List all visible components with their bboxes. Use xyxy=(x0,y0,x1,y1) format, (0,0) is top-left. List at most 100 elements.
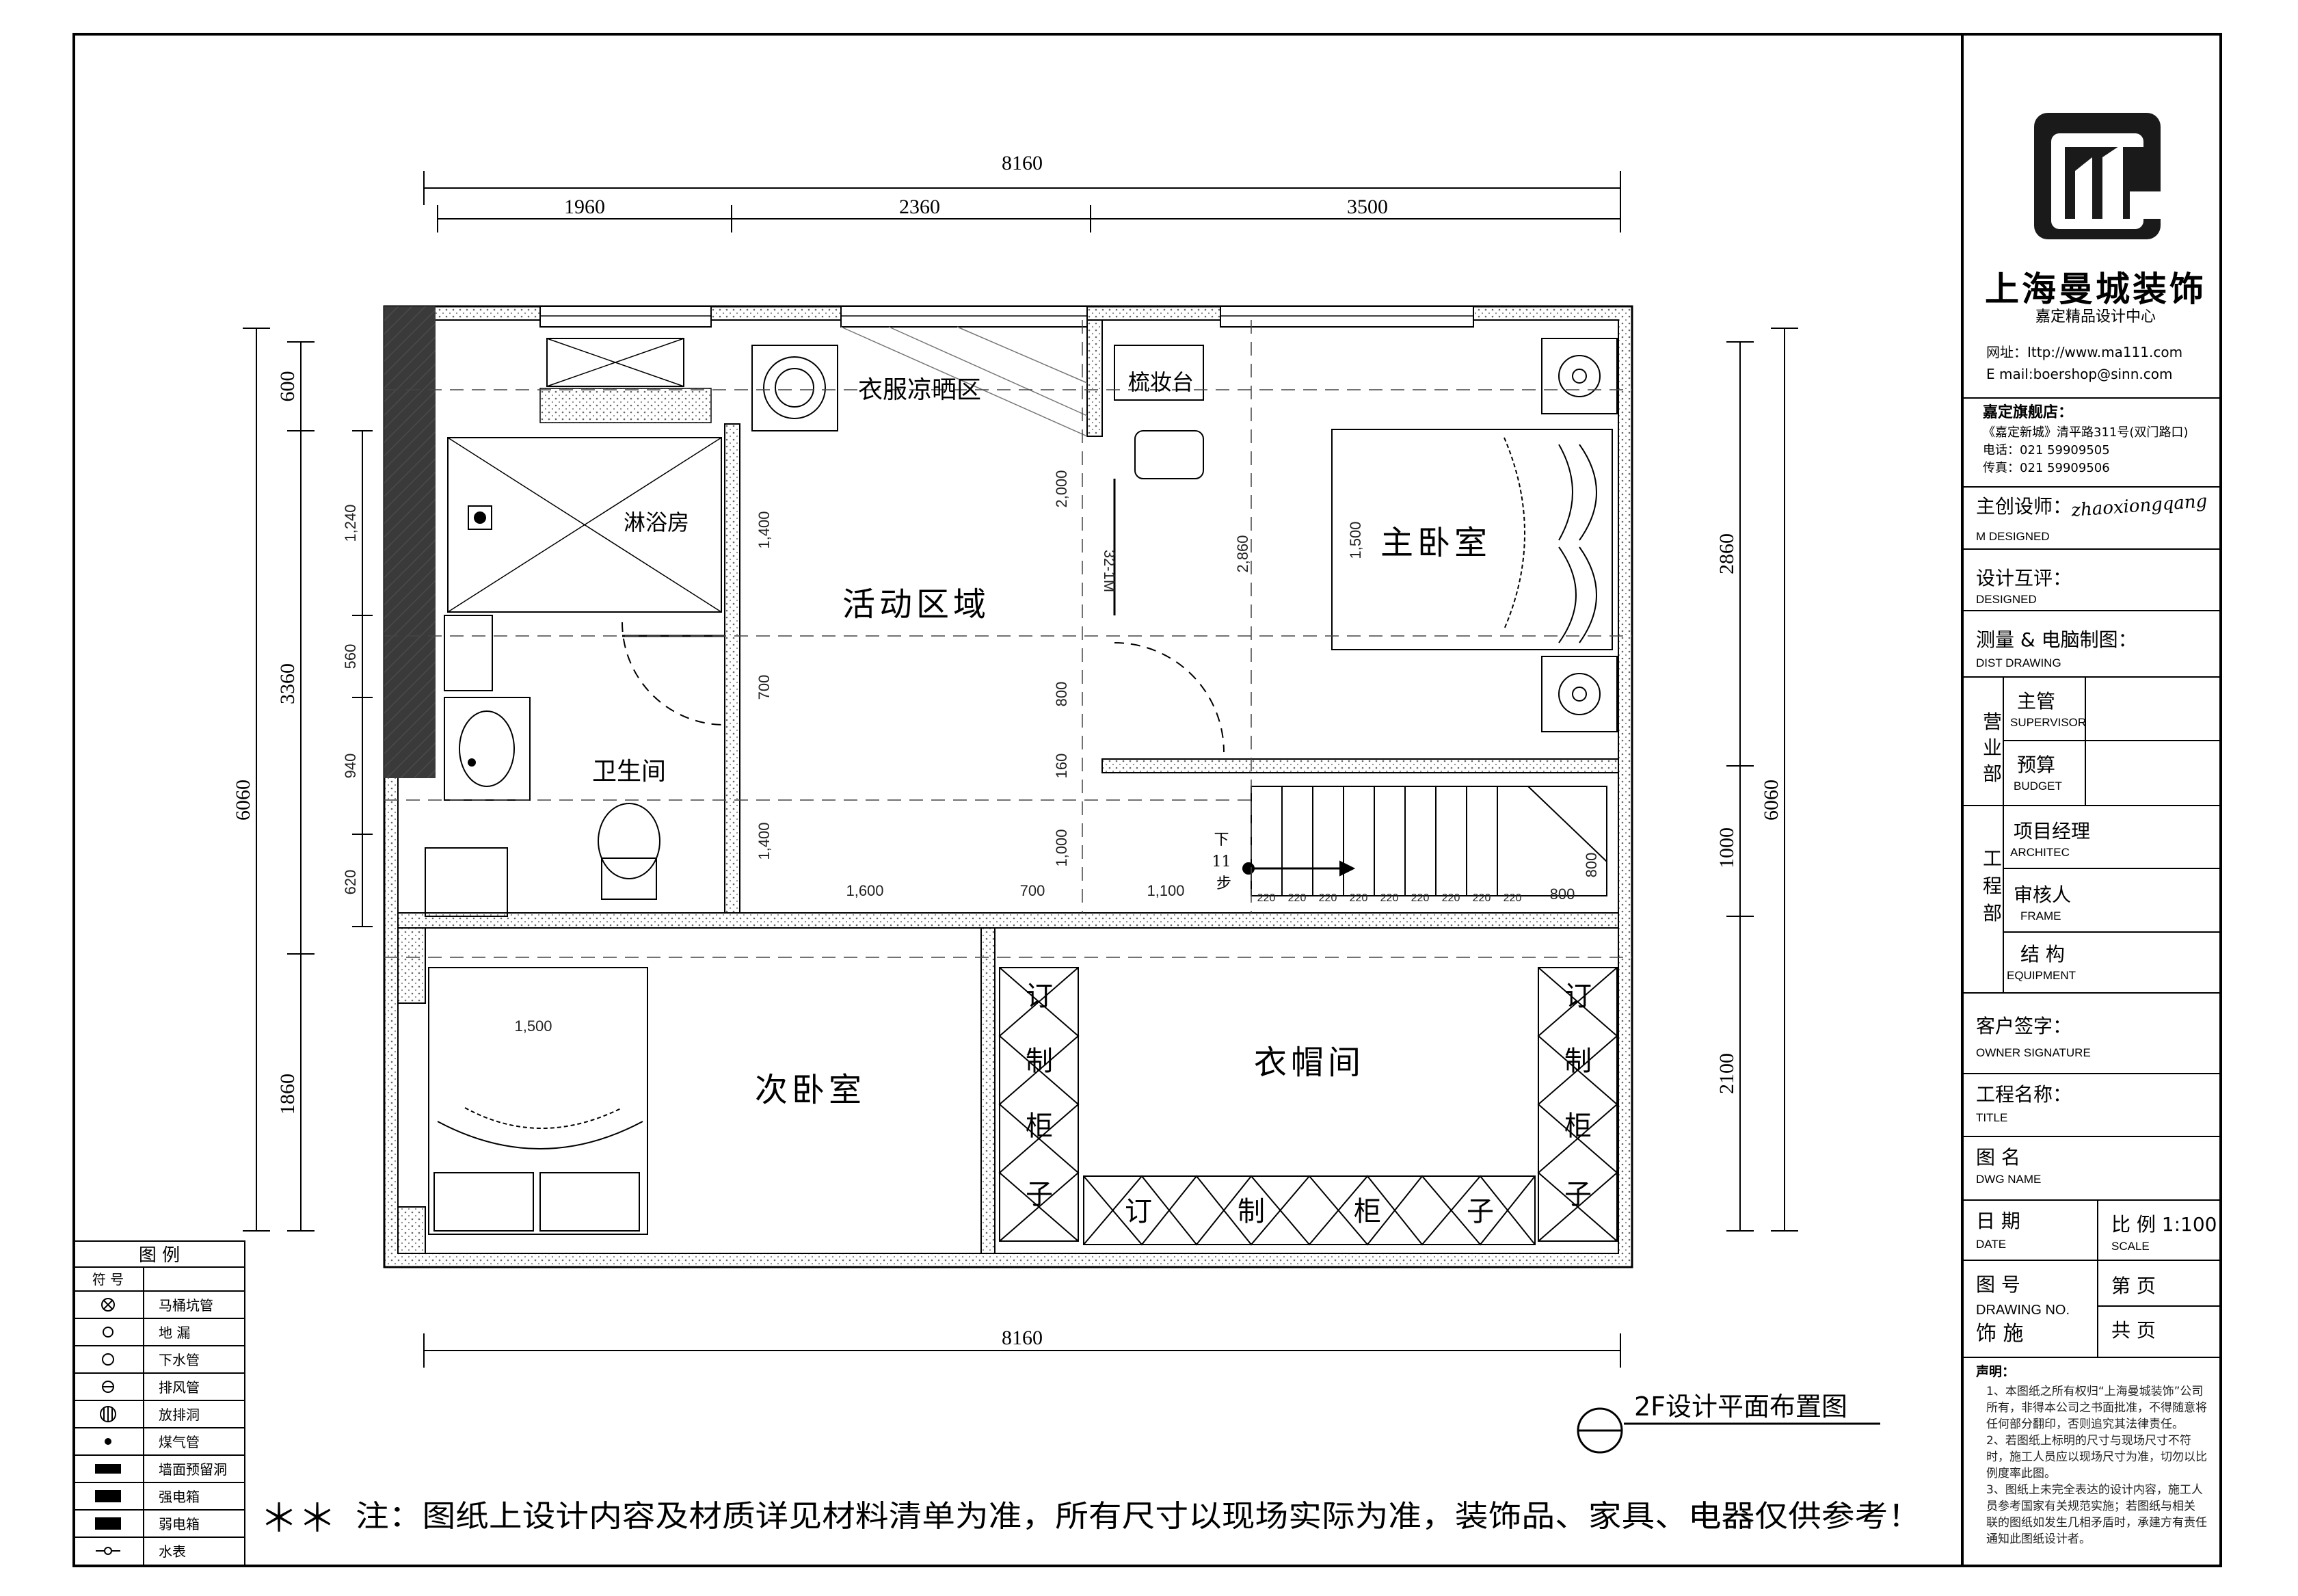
declaration-line: 通知此图纸设计者。 xyxy=(1986,1532,2091,1546)
room-label-vanity: 梳妆台 xyxy=(1128,369,1194,395)
note-stars: ＊＊ xyxy=(260,1497,336,1541)
store-address: 《嘉定新城》清平路311号(双门路口) xyxy=(1983,425,2188,440)
legend-item: 弱电箱 xyxy=(159,1516,200,1532)
dim-left-total: 6060 xyxy=(232,780,254,821)
drawing-name-label: 图 名 xyxy=(1976,1146,2020,1169)
declaration-line: 任何部分翻印，否则追究其法律责任。 xyxy=(1986,1418,2184,1431)
cabinet-label-char: 制 xyxy=(1238,1196,1265,1227)
room-label-master-bedroom: 主卧室 xyxy=(1380,524,1491,562)
dimension-lines xyxy=(243,171,1798,1368)
plan-title: 2F设计平面布置图 xyxy=(1577,1392,1880,1454)
cabinet-label-char: 柜 xyxy=(1564,1110,1592,1142)
room-label-shower: 淋浴房 xyxy=(624,509,689,535)
dim-left-seg-3: 1860 xyxy=(276,1074,299,1115)
structure-label: 结 构 xyxy=(2020,943,2065,966)
legend-item: 地 漏 xyxy=(159,1325,190,1341)
legend-symbols xyxy=(95,1298,121,1555)
legend-item: 下水管 xyxy=(159,1352,200,1368)
project-label: 工程名称： xyxy=(1976,1083,2072,1106)
designer-signature: zhaoxiongqang xyxy=(2070,491,2208,521)
legend-item: 煤气管 xyxy=(159,1434,200,1450)
wardrobe-note: 32-1M xyxy=(1101,550,1118,592)
stair-step-dim: 220 xyxy=(1504,892,1522,904)
review-en: DESIGNED xyxy=(1976,593,2037,606)
declaration-line: 2、若图纸上标明的尺寸与现场尺寸不符 xyxy=(1986,1434,2191,1448)
dim-left-inner-1: 1,240 xyxy=(342,504,359,542)
website: 网址：Ittp://www.ma111.com xyxy=(1986,344,2182,360)
stairs-down-label: 下 11 步 xyxy=(1212,832,1236,892)
stair-step-dim: 220 xyxy=(1319,892,1337,904)
chief-designer-label: 主创设师： xyxy=(1976,495,2072,518)
sheet-border xyxy=(72,33,2222,1567)
stair-step-dim: 220 xyxy=(1411,892,1430,904)
dim-act-right-3: 160 xyxy=(1053,754,1070,779)
date-label: 日 期 xyxy=(1976,1210,2020,1232)
stair-step-dim: 220 xyxy=(1350,892,1368,904)
drawing-no-en: DRAWING NO. xyxy=(1976,1303,2070,1318)
pm-en: ARCHITEC xyxy=(2010,846,2070,859)
exterior-walls xyxy=(383,305,1633,1268)
room-label-second-bedroom: 次卧室 xyxy=(755,1071,866,1109)
drawing-no-label: 图 号 xyxy=(1976,1273,2020,1296)
declaration-line: 例度率此图。 xyxy=(1986,1467,2056,1480)
stair-step-dim: 220 xyxy=(1288,892,1307,904)
auditor-en: FRAME xyxy=(2020,909,2061,922)
dim-right-seg-3: 2100 xyxy=(1715,1053,1738,1094)
shower-room xyxy=(447,338,722,613)
declaration-line: 员参考国家有关规范实施；若图纸与相关 xyxy=(1986,1500,2195,1513)
dim-bed-width: 1,500 xyxy=(1347,521,1364,559)
store-title: 嘉定旗舰店： xyxy=(1983,403,2073,421)
supervisor-en: SUPERVISOR xyxy=(2010,716,2086,729)
plan-title-text: 2F设计平面布置图 xyxy=(1634,1392,1847,1422)
dim-top-seg-3: 3500 xyxy=(1347,196,1388,218)
cabinet-label-char: 订 xyxy=(1564,981,1592,1012)
project-en: TITLE xyxy=(1976,1111,2007,1124)
master-bed xyxy=(1331,338,1618,732)
declaration-line: 1、本图纸之所有权归“上海曼城装饰”公司 xyxy=(1986,1385,2203,1398)
stair-step-dim: 220 xyxy=(1257,892,1276,904)
dim-right-total: 6060 xyxy=(1760,780,1782,821)
cabinet-label-char: 订 xyxy=(1026,981,1053,1012)
dim-top-total: 8160 xyxy=(1002,152,1043,174)
second-bed xyxy=(428,967,648,1235)
dim-stair-end: 800 xyxy=(1550,886,1575,903)
dim-master-height: 2,860 xyxy=(1234,535,1251,572)
dim-act-left-2: 700 xyxy=(756,675,773,700)
dim-left-seg-2: 3360 xyxy=(276,663,299,704)
owner-label: 客户签字： xyxy=(1976,1015,2072,1037)
scale-label: 比 例 1:100 xyxy=(2111,1213,2217,1236)
dim-act-right-4: 1,000 xyxy=(1053,829,1070,866)
legend-item: 马桶坑管 xyxy=(159,1297,213,1314)
eng-dept: 工 程 部 xyxy=(1983,847,2008,925)
legend-header: 符 号 xyxy=(92,1271,124,1288)
room-label-cloakroom: 衣帽间 xyxy=(1254,1043,1365,1082)
supervisor-label: 主管 xyxy=(2017,690,2055,713)
room-label-laundry: 衣服凉晒区 xyxy=(858,376,981,404)
dim-left-inner-2: 560 xyxy=(342,644,359,669)
declaration-line: 时，施工人员应以现场尺寸为准，切勿以比 xyxy=(1986,1450,2207,1464)
dim-top-seg-1: 1960 xyxy=(564,196,605,218)
structure-en: EQUIPMENT xyxy=(2007,969,2076,982)
company-logo xyxy=(2034,113,2161,239)
review-label: 设计互评： xyxy=(1976,567,2072,589)
store-fax: 传真：021 59909506 xyxy=(1983,461,2110,475)
stairs xyxy=(1242,786,1607,896)
owner-en: OWNER SIGNATURE xyxy=(1976,1046,2091,1059)
dim-act-left-1: 1,400 xyxy=(756,511,773,548)
scale-en: SCALE xyxy=(2111,1240,2150,1253)
dim-left-seg-1: 600 xyxy=(276,371,299,402)
reference-lines xyxy=(384,320,1632,958)
dim-row-bottom-1: 1,600 xyxy=(846,882,883,899)
declaration-title: 声明： xyxy=(1975,1364,2015,1379)
stair-step-dim: 220 xyxy=(1380,892,1399,904)
email: E mail:boershop@sinn.com xyxy=(1986,366,2172,382)
interior-walls xyxy=(397,319,1619,1254)
sales-dept: 营 业 部 xyxy=(1983,710,2008,785)
dim-act-right-1: 2,000 xyxy=(1053,470,1070,507)
dim-right-seg-1: 2860 xyxy=(1715,533,1738,574)
legend-item: 强电箱 xyxy=(159,1489,200,1505)
note-text: 注：图纸上设计内容及材质详见材料清单为准，所有尺寸以现场实际为准，装饰品、家具、… xyxy=(356,1499,1921,1534)
page-label: 第 页 xyxy=(2111,1275,2156,1297)
legend-title: 图 例 xyxy=(139,1245,180,1266)
